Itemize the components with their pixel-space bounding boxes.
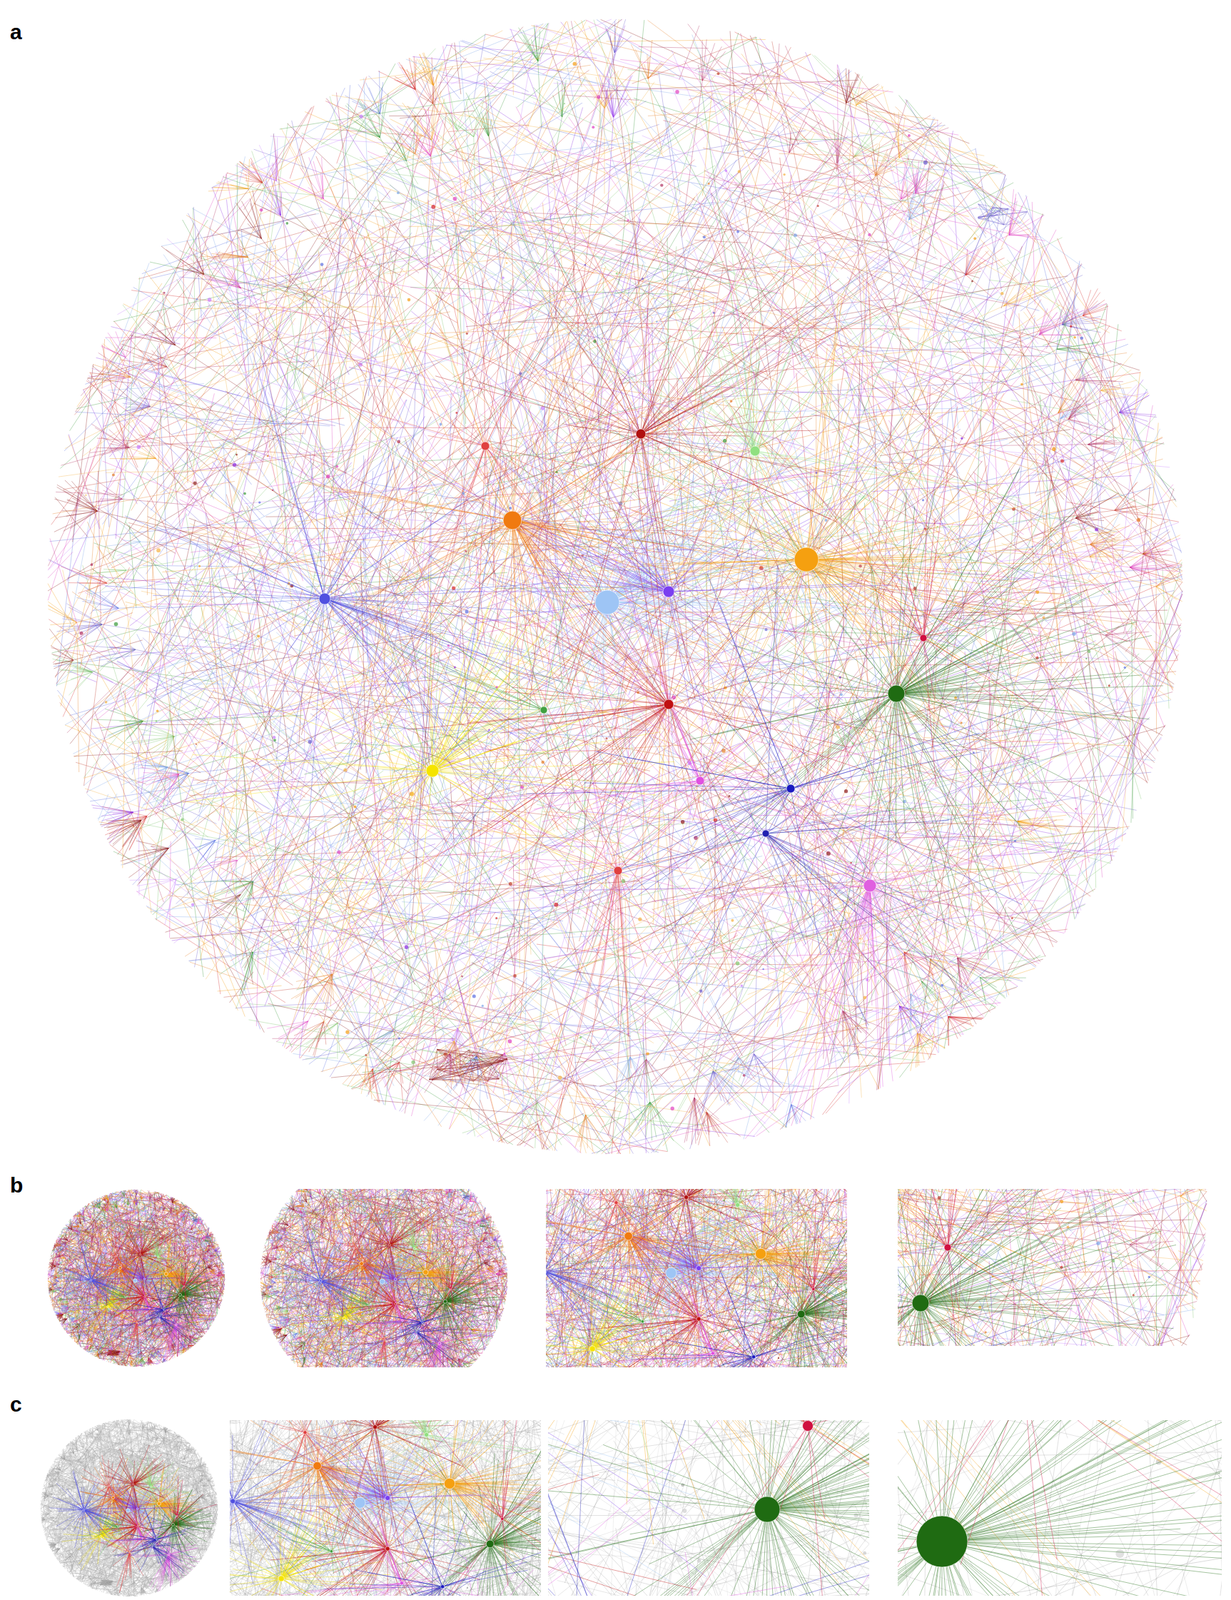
network-view (229, 1420, 541, 1596)
network-edges-copy (47, 19, 1183, 1154)
panel-label: c (9, 1393, 23, 1416)
network-view-transform (229, 1420, 541, 1596)
network-edges-copy (897, 1188, 1207, 1346)
network-edges-copy (47, 1189, 225, 1367)
hub-nodes-copy (318, 428, 927, 893)
network-view (897, 1420, 1222, 1596)
network-edges-copy (229, 1420, 541, 1596)
hub-edges-copy (548, 1420, 870, 1596)
hub-nodes-copy (89, 1253, 185, 1326)
network-view-transform (548, 1420, 870, 1596)
hub-nodes-copy (545, 1194, 815, 1368)
network-edges-copy (897, 1420, 1222, 1596)
panel-label: a (9, 21, 23, 43)
hub-nodes-copy (548, 1420, 814, 1596)
network-edges-copy (260, 1188, 508, 1368)
network-view (260, 1188, 508, 1368)
network-view-transform (47, 19, 1183, 1154)
hub-edges-copy (272, 1190, 506, 1368)
hub-edges-copy (897, 1420, 1222, 1596)
network-edges-copy (40, 1419, 218, 1597)
network-view (47, 1189, 225, 1367)
network-view-transform (40, 1419, 218, 1597)
network-edges-copy (548, 1420, 870, 1596)
network-view-transform (897, 1420, 1222, 1596)
hub-edges-copy (897, 1188, 1202, 1346)
hub-edges-copy (545, 1188, 848, 1368)
network-view (897, 1188, 1207, 1346)
network-view-transform (545, 1188, 848, 1368)
network-view-transform (47, 1189, 225, 1367)
hub-nodes-copy (230, 1424, 504, 1596)
panel-label: b (9, 1174, 23, 1197)
hub-edges-copy (229, 1420, 541, 1596)
hub-edges-copy (49, 1445, 217, 1593)
hub-nodes-copy (897, 1188, 952, 1346)
network-view (47, 19, 1183, 1154)
hub-edges-copy (56, 1215, 224, 1364)
hub-edges-copy (104, 184, 1177, 1130)
network-view (548, 1420, 870, 1596)
network-view-transform (260, 1188, 508, 1368)
network-edges-copy (545, 1188, 848, 1368)
hub-nodes-copy (82, 1483, 178, 1556)
hub-nodes-copy (897, 1420, 1035, 1596)
network-view (545, 1188, 848, 1368)
network-view-transform (897, 1188, 1207, 1346)
network-view (40, 1419, 218, 1597)
hub-nodes-copy (319, 1243, 453, 1345)
